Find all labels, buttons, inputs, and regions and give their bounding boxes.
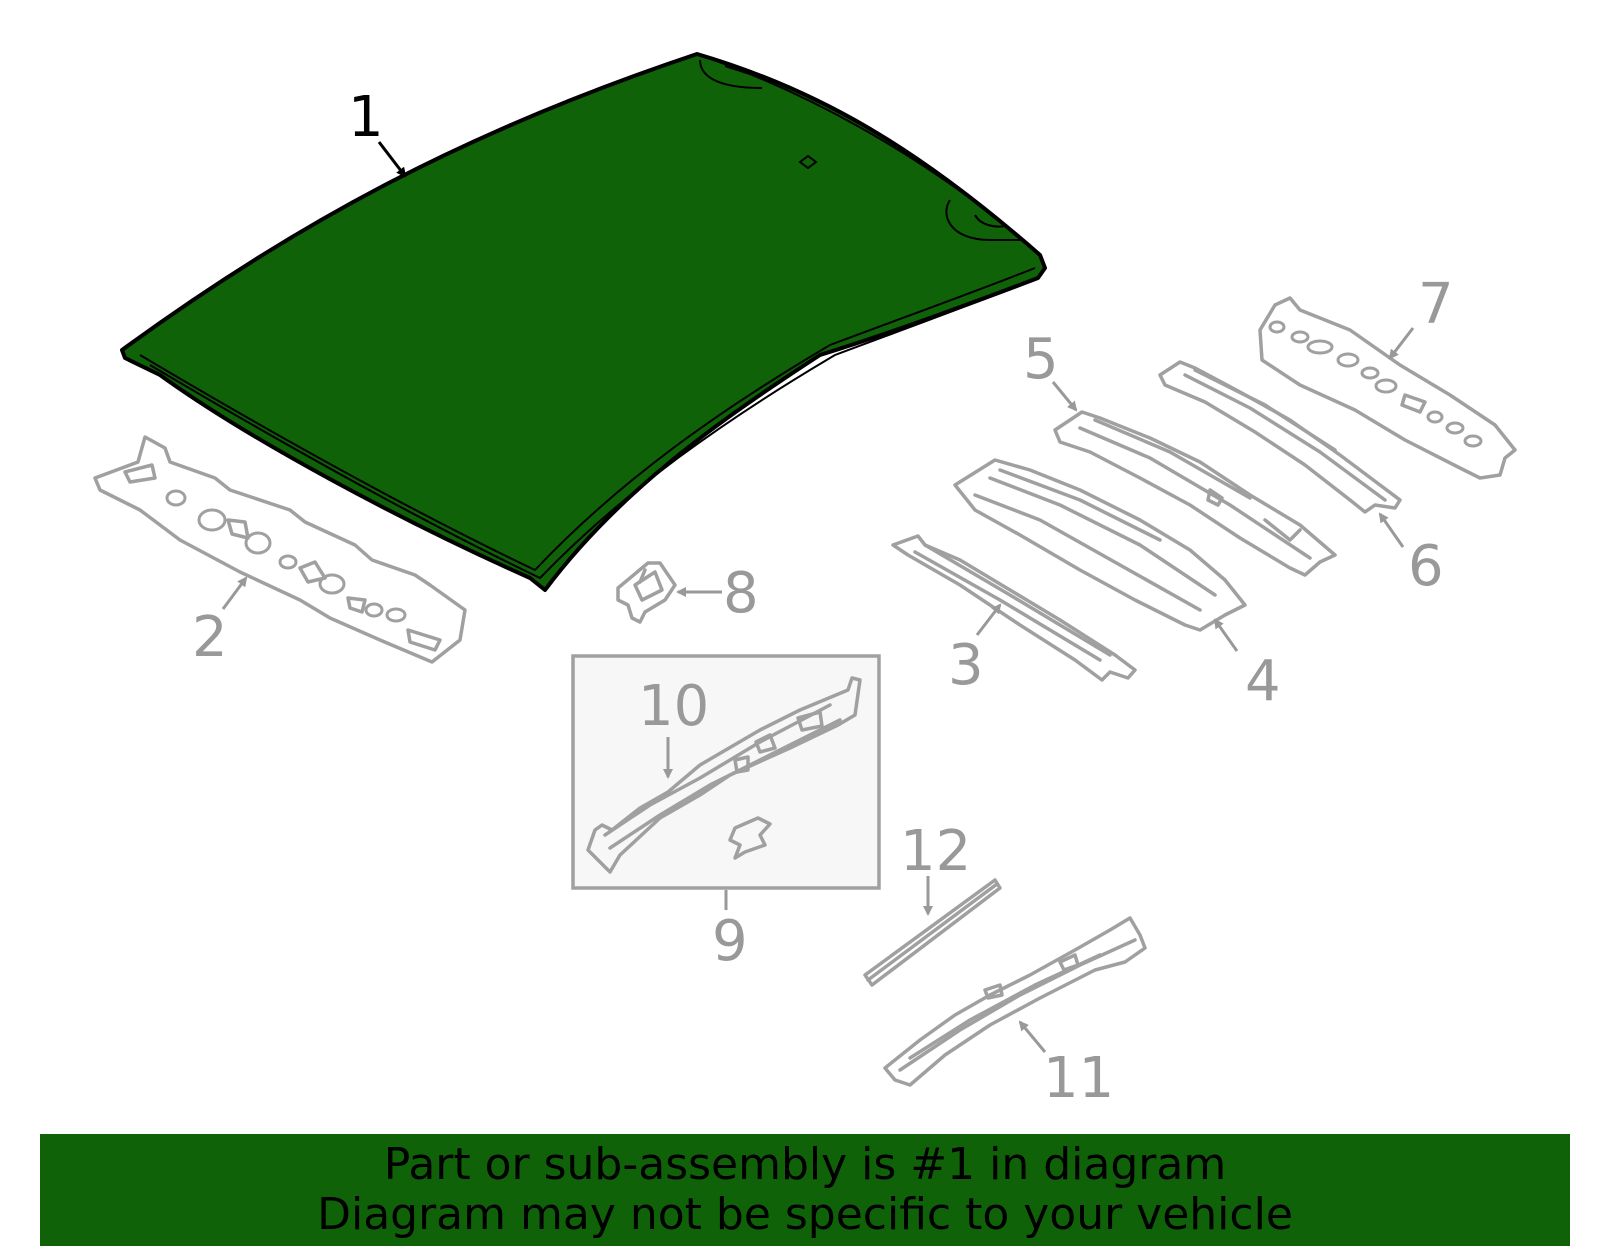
info-banner: Part or sub-assembly is #1 in diagram Di…	[40, 1134, 1570, 1246]
callout-1: 1	[348, 85, 384, 150]
callout-7: 7	[1418, 272, 1454, 337]
molding-strip-part-12[interactable]	[863, 878, 1002, 987]
roof-panel-part-1[interactable]	[120, 52, 1047, 592]
callout-6: 6	[1408, 534, 1444, 599]
callout-2: 2	[192, 605, 228, 670]
roof-bow-part-3[interactable]	[891, 534, 1137, 682]
callout-8: 8	[723, 561, 759, 626]
roof-bow-part-6[interactable]	[1158, 360, 1402, 514]
inset-assembly-part-9[interactable]	[571, 654, 881, 890]
banner-line-1: Part or sub-assembly is #1 in diagram	[383, 1139, 1227, 1190]
callout-5: 5	[1023, 327, 1059, 392]
callout-12: 12	[900, 819, 971, 884]
roof-bow-part-4[interactable]	[953, 458, 1247, 632]
rear-roof-rail-part-7[interactable]	[1258, 296, 1517, 480]
callout-9: 9	[712, 909, 748, 974]
callout-10: 10	[638, 674, 709, 739]
roof-side-rail-part-11[interactable]	[883, 916, 1147, 1087]
banner-line-2: Diagram may not be specific to your vehi…	[317, 1189, 1293, 1240]
leader-lines	[221, 141, 1415, 1053]
bracket-part-8[interactable]	[616, 561, 677, 624]
roof-bow-part-5[interactable]	[1053, 410, 1337, 577]
callout-3: 3	[948, 633, 984, 698]
callout-4: 4	[1245, 649, 1281, 714]
front-roof-rail-part-2[interactable]	[93, 435, 467, 664]
callout-11: 11	[1043, 1046, 1114, 1111]
